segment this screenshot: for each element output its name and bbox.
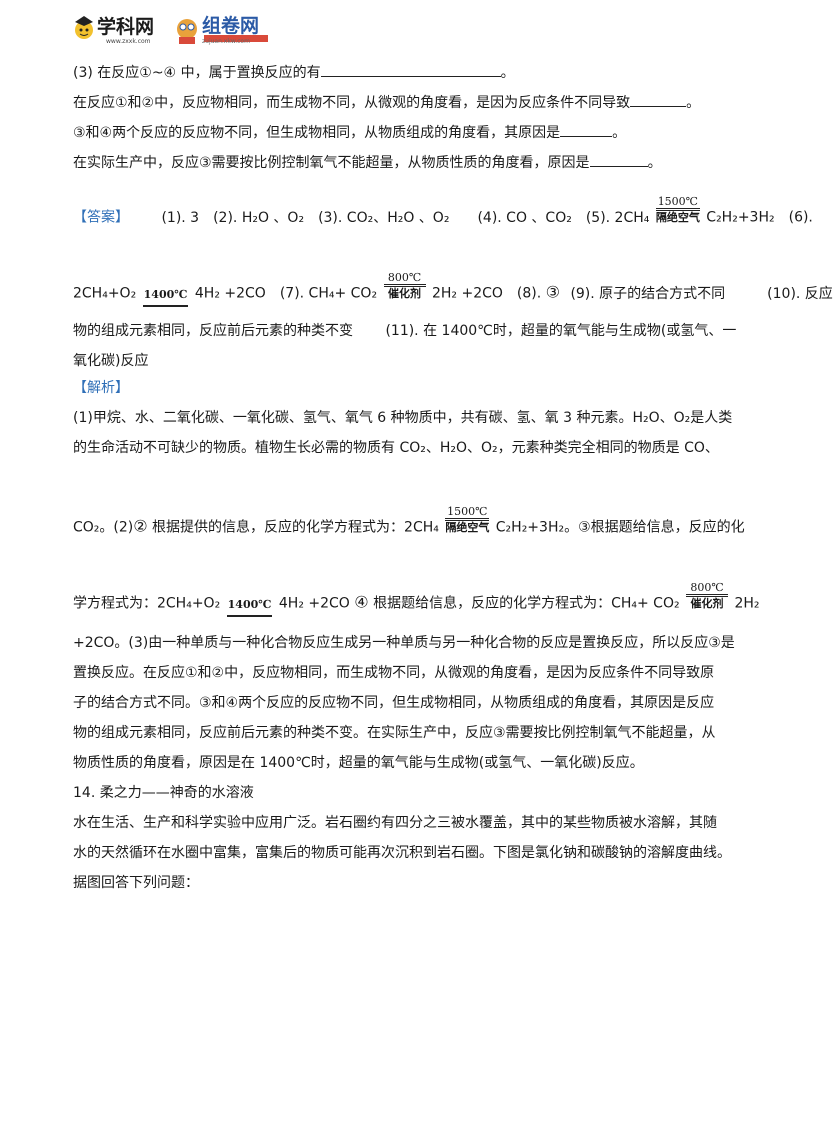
- header: 学科网 www.zxxk.com 组卷网 zujuan.xkw.com: [72, 8, 312, 48]
- analysis-p4: 学方程式为：2CH₄+O₂ 1400℃ 4H₂ +2CO ④ 根据题给信息，反应…: [73, 581, 760, 618]
- answer-line4: 氧化碳)反应: [73, 353, 149, 369]
- q14-p1: 水在生活、生产和科学实验中应用广泛。岩石圈约有四分之三被水覆盖，其中的某些物质被…: [73, 815, 717, 831]
- q3-line1: (3) 在反应①~④ 中，属于置换反应的有。: [73, 62, 515, 83]
- analysis-p8: 物的组成元素相同，反应前后元素的种类不变。在实际生产中，反应③需要按比例控制氧气…: [73, 725, 716, 741]
- answer-line2: 2CH₄+O₂ 1400℃ 4H₂ +2CO (7). CH₄+ CO₂ 800…: [73, 271, 833, 308]
- logo1-text: 学科网: [97, 16, 155, 38]
- logo2-text: 组卷网: [202, 15, 260, 37]
- analysis-tag: 【解析】: [73, 380, 129, 396]
- q14-p3: 据图回答下列问题：: [73, 875, 199, 891]
- answer-line1: 【答案】 (1). 3 (2). H₂O 、O₂ (3). CO₂、H₂O 、O…: [73, 195, 813, 226]
- condition-1400-analysis: 1400℃: [226, 595, 273, 617]
- answer-line3: 物的组成元素相同，反应前后元素的种类不变 (11). 在 1400℃时，超量的氧…: [73, 323, 737, 339]
- answer-blank[interactable]: [560, 122, 613, 137]
- analysis-p5: +2CO。(3)由一种单质与一种化合物反应生成另一种单质与另一种化合物的反应是置…: [73, 635, 735, 651]
- circled-3: ③: [545, 282, 560, 302]
- q3-line3: ③和④两个反应的反应物不同，但生成物相同，从物质组成的角度看，其原因是。: [73, 122, 626, 143]
- analysis-p2: 的生命活动不可缺少的物质。植物生长必需的物质有 CO₂、H₂O、O₂，元素种类完…: [73, 440, 719, 456]
- zujuanwang-logo: [177, 19, 268, 44]
- q3-line4: 在实际生产中，反应③需要按比例控制氧气不能超量，从物质性质的角度看，原因是。: [73, 152, 662, 173]
- circled-4: ④: [354, 592, 369, 612]
- answer-blank[interactable]: [589, 152, 648, 167]
- q3-line2: 在反应①和②中，反应物相同，而生成物不同，从微观的角度看，是因为反应条件不同导致…: [73, 92, 700, 113]
- logo2-sub: zujuan.xkw.com: [202, 38, 250, 45]
- q14-title: 14. 柔之力——神奇的水溶液: [73, 785, 254, 801]
- analysis-p6: 置换反应。在反应①和②中，反应物相同，而生成物不同，从微观的角度看，是因为反应条…: [73, 665, 715, 681]
- xuekewang-logo: [75, 16, 93, 39]
- answer-tag: 【答案】: [73, 209, 129, 226]
- analysis-p1: (1)甲烷、水、二氧化碳、一氧化碳、氢气、氧气 6 种物质中，共有碳、氢、氧 3…: [73, 410, 733, 426]
- condition-1400: 1400℃: [142, 285, 189, 307]
- logo1-sub: www.zxxk.com: [106, 38, 151, 45]
- analysis-p9: 物质性质的角度看，原因是在 1400℃时，超量的氧气能与生成物(或氢气、一氧化碳…: [73, 755, 644, 771]
- answer-blank[interactable]: [320, 62, 501, 77]
- answer-blank[interactable]: [630, 92, 687, 107]
- analysis-p7: 子的结合方式不同。③和④两个反应的反应物不同，但生成物相同，从物质组成的角度看，…: [73, 695, 715, 711]
- circled-2: ②: [133, 516, 148, 536]
- q14-p2: 水的天然循环在水圈中富集，富集后的物质可能再次沉积到岩石圈。下图是氯化钠和碳酸钠…: [73, 845, 731, 861]
